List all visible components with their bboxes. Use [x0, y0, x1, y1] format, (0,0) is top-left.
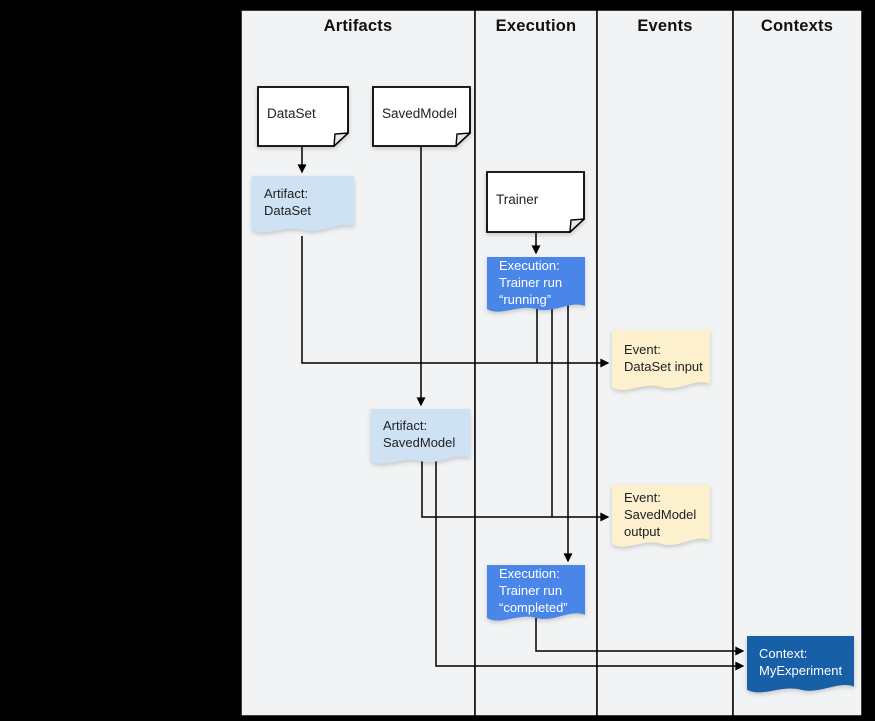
node-label: Artifact: DataSet	[264, 186, 311, 218]
node-label: Artifact: SavedModel	[383, 418, 456, 450]
node-execution-running: Execution: Trainer run “running”	[487, 257, 585, 319]
note-shape	[372, 86, 471, 147]
node-label: Execution: Trainer run “running”	[499, 257, 563, 307]
wave-document-shape	[612, 485, 710, 547]
folded-corner-icon	[333, 132, 349, 147]
connector-artifact-dataset-to-event-input	[301, 236, 610, 368]
node-label: Context: MyExperiment	[759, 646, 843, 678]
wave-document-shape	[252, 176, 354, 233]
folded-corner-icon	[569, 218, 585, 233]
node-event-savedmodel-output: Event: SavedModel output	[612, 485, 710, 555]
node-context-myexperiment: Context: MyExperiment	[747, 636, 854, 700]
node-label: SavedModel	[382, 106, 458, 121]
wave-document-shape	[487, 565, 585, 621]
lane-contexts	[732, 9, 863, 717]
folded-corner-icon	[455, 132, 471, 147]
node-artifact-savedmodel: Artifact: SavedModel	[371, 409, 470, 471]
wave-document-shape	[487, 257, 585, 312]
wave-document-shape	[747, 636, 854, 693]
node-label: Event: DataSet input	[624, 342, 703, 374]
node-artifact-dataset: Artifact: DataSet	[252, 176, 354, 240]
node-dataset: DataSet	[257, 86, 349, 147]
node-label: Trainer	[496, 191, 539, 207]
node-label: Event: SavedModel output	[624, 489, 697, 539]
lane-header-contexts: Contexts	[760, 17, 834, 35]
lane-header-execution: Execution	[495, 17, 577, 35]
node-event-dataset-input: Event: DataSet input	[612, 330, 710, 398]
lane-header-artifacts: Artifacts	[323, 17, 393, 35]
node-trainer: Trainer	[486, 171, 585, 233]
connector-artifact-savedmodel-to-context	[435, 458, 745, 671]
node-savedmodel: SavedModel	[372, 86, 471, 147]
node-label: Execution: Trainer run “completed”	[499, 566, 568, 615]
connector-artifact-savedmodel-to-event-output	[421, 458, 610, 522]
lane-header-events: Events	[637, 17, 693, 35]
wave-document-shape	[371, 409, 470, 464]
connector-completed-to-context	[535, 618, 745, 656]
note-shape	[486, 171, 585, 233]
wave-document-shape	[612, 330, 710, 390]
node-label: DataSet	[267, 106, 316, 121]
note-shape	[257, 86, 349, 147]
node-execution-completed: Execution: Trainer run “completed”	[487, 565, 585, 628]
